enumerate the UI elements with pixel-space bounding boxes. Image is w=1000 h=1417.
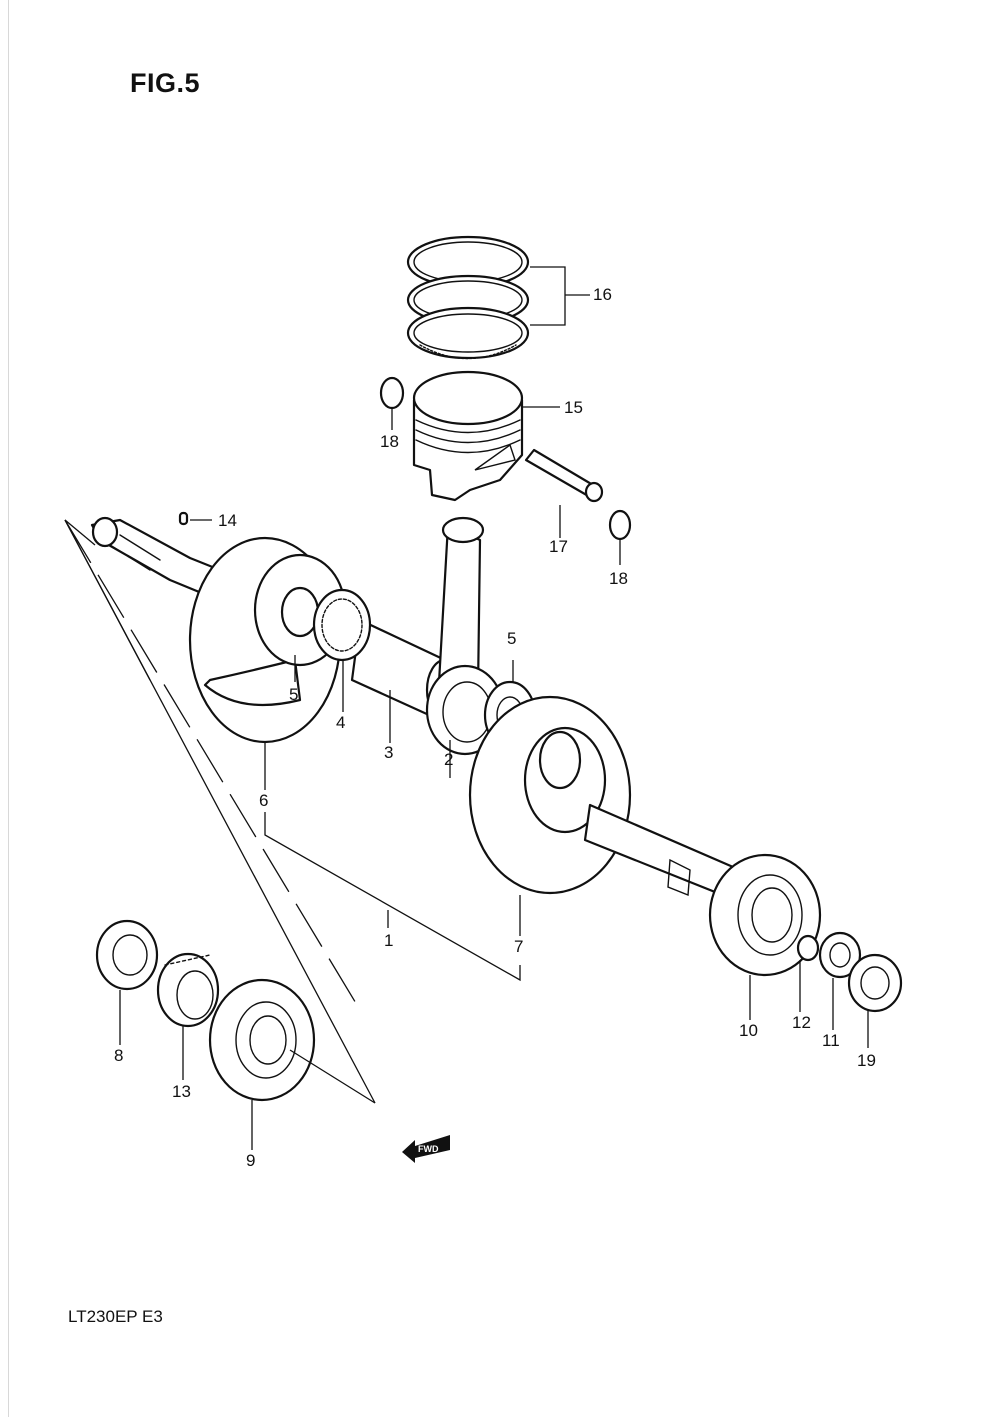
- spacer: [818, 931, 862, 979]
- right-crank-web: [468, 695, 632, 895]
- piston-rings: [406, 235, 530, 360]
- callout-19: 19: [857, 1051, 876, 1070]
- callout-5-right: 5: [507, 629, 516, 648]
- callout-2: 2: [444, 750, 453, 769]
- callout-11: 11: [822, 1031, 840, 1050]
- main-bearing-left: [208, 978, 376, 1104]
- figure-title: FIG.5: [130, 68, 201, 98]
- model-code: LT230EP E3: [68, 1307, 163, 1326]
- callout-6: 6: [259, 791, 268, 810]
- circlip-left: [379, 376, 405, 410]
- callout-7: 7: [514, 937, 523, 956]
- assembly-outline: [64, 519, 376, 1104]
- callout-16: 16: [593, 285, 612, 304]
- callout-leaders: [119, 266, 869, 1150]
- callout-8: 8: [114, 1046, 123, 1065]
- left-bearing-small: [95, 919, 159, 991]
- callout-14: 14: [218, 511, 237, 530]
- svg-text:FWD: FWD: [418, 1144, 439, 1154]
- callout-9: 9: [246, 1151, 255, 1170]
- callout-5-left: 5: [289, 685, 298, 704]
- callout-10: 10: [739, 1021, 758, 1040]
- callout-4: 4: [336, 713, 345, 732]
- callout-13: 13: [172, 1082, 191, 1101]
- callout-15: 15: [564, 398, 583, 417]
- needle-bearing: [312, 588, 372, 662]
- timing-gear: [156, 952, 220, 1028]
- fwd-direction-arrow: FWD: [402, 1135, 450, 1163]
- callout-1: 1: [384, 931, 393, 950]
- callout-18-left: 18: [380, 432, 399, 451]
- callout-18-right: 18: [609, 569, 628, 588]
- connecting-rod: [425, 516, 505, 756]
- piston: [412, 370, 524, 502]
- woodruff-key: [178, 511, 189, 526]
- callout-17: 17: [549, 537, 568, 556]
- shim: [796, 934, 820, 962]
- piston-pin: [524, 448, 604, 503]
- page-edge-line: [8, 0, 9, 1417]
- callout-12: 12: [792, 1013, 811, 1032]
- callout-3: 3: [384, 743, 393, 762]
- oil-seal: [847, 953, 903, 1013]
- circlip-right: [608, 509, 632, 541]
- main-bearing-right: [708, 853, 822, 977]
- callout-labels: 1 2 3 4 5 5 6 7 8 9 10 11 12 13 14 15 16…: [114, 285, 876, 1170]
